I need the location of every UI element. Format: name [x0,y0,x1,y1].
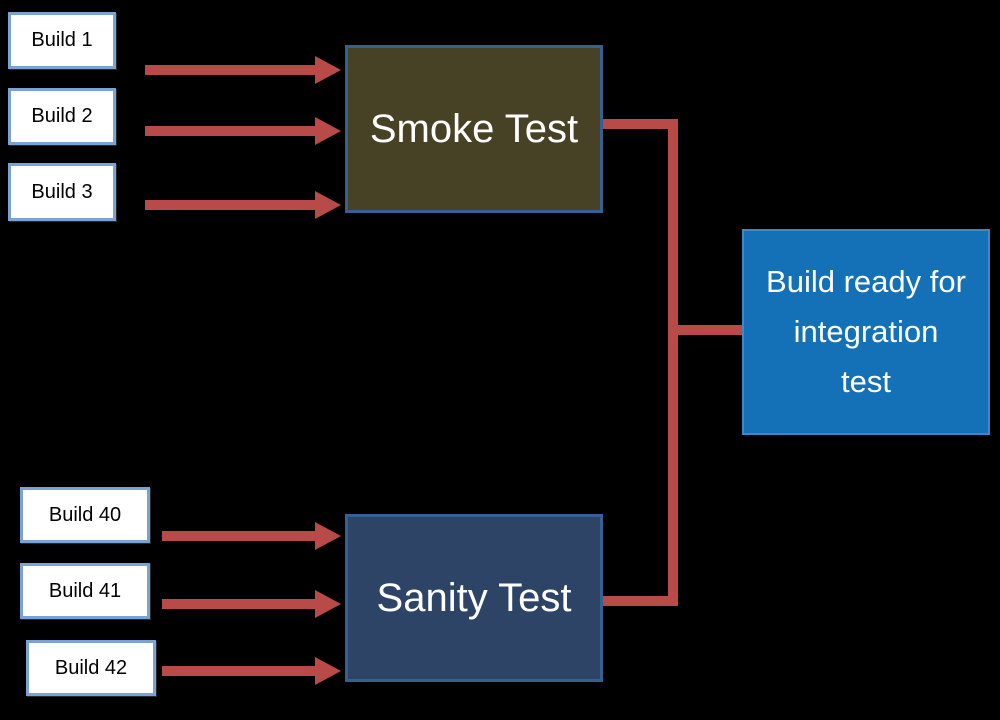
arrow-shaft [145,126,315,136]
arrow-build-2-to-smoke [145,117,341,145]
result-line-1: Build ready for [766,263,966,299]
arrow-build-3-to-smoke [145,191,341,219]
arrow-shaft [145,200,315,210]
arrow-head-icon [315,56,341,84]
build-40-box: Build 40 [20,487,150,543]
build-3-box: Build 3 [8,163,116,221]
arrow-build-40-to-sanity [162,522,341,550]
arrow-shaft [162,531,315,541]
arrow-build-41-to-sanity [162,590,341,618]
build-2-box: Build 2 [8,88,116,145]
arrow-build-1-to-smoke [145,56,341,84]
arrow-head-icon [315,522,341,550]
arrow-shaft [162,599,315,609]
arrow-head-icon [315,117,341,145]
build-41-box: Build 41 [20,563,150,619]
smoke-test-box: Smoke Test [345,45,603,213]
arrow-build-42-to-sanity [162,657,341,685]
connector-junction-vertical [668,119,678,606]
build-42-box: Build 42 [26,640,156,696]
arrow-head-icon [315,191,341,219]
result-line-3: test [841,364,891,400]
result-box: Build ready for integration test [742,229,990,435]
arrow-shaft [145,65,315,75]
arrow-shaft [162,666,315,676]
arrow-head-icon [315,657,341,685]
connector-smoke-to-junction [603,119,678,129]
result-line-2: integration [793,313,939,349]
arrow-head-icon [315,590,341,618]
connector-sanity-to-junction [603,596,678,606]
sanity-test-box: Sanity Test [345,514,603,682]
connector-junction-to-result [668,325,742,335]
build-1-box: Build 1 [8,12,116,69]
